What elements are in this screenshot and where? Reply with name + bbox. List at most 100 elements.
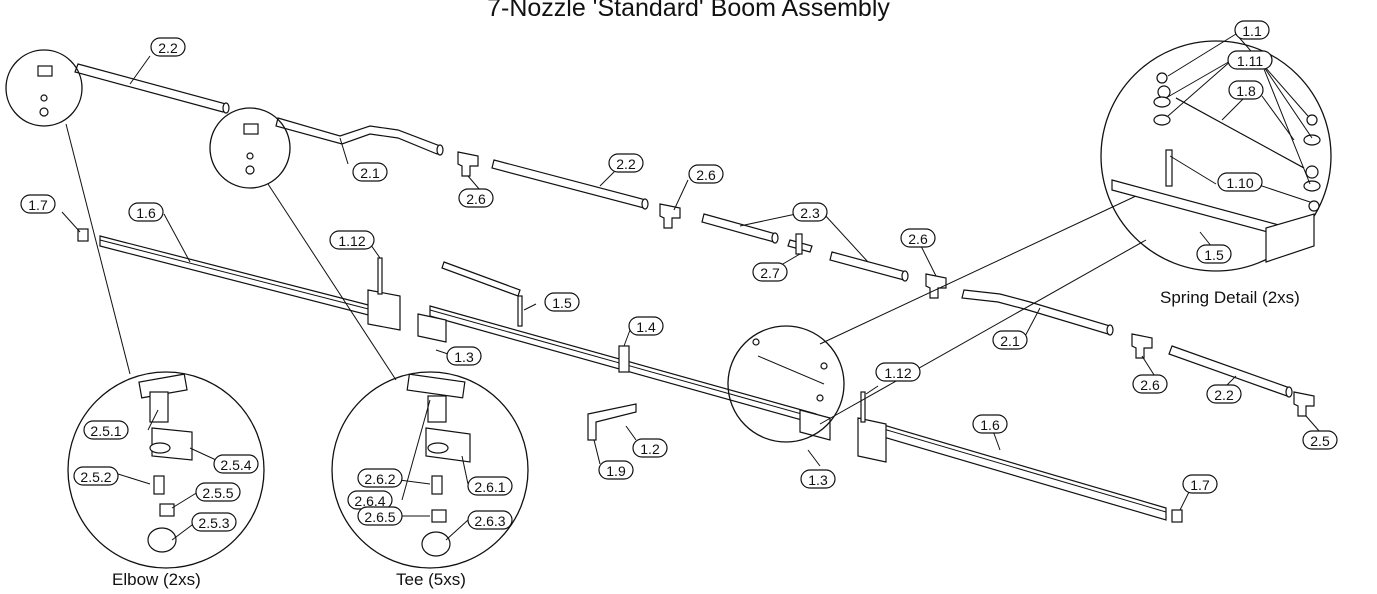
callout-1-12: 1.12 [329, 230, 375, 250]
diagram-title: 7-Nozzle 'Standard' Boom Assembly [487, 0, 890, 22]
svg-text:2.1: 2.1 [1000, 333, 1020, 349]
pipe-2-3-left [701, 213, 779, 244]
callout-1-6: 1.6 [128, 202, 164, 222]
callout-1-9: 1.9 [598, 460, 634, 480]
callout-2-6: 2.6 [900, 228, 936, 248]
svg-text:2.5.5: 2.5.5 [202, 485, 233, 501]
svg-text:1.12: 1.12 [338, 233, 365, 249]
svg-text:2.5: 2.5 [1310, 433, 1330, 449]
callout-2-6-3: 2.6.3 [467, 510, 513, 530]
tee-detail-circle [331, 371, 529, 569]
bracket-1-9 [587, 403, 637, 441]
callout-2-1: 2.1 [352, 162, 388, 182]
svg-text:2.2: 2.2 [158, 40, 178, 56]
svg-text:2.5.4: 2.5.4 [220, 457, 251, 473]
elbow-parts [138, 373, 193, 553]
svg-text:2.6.5: 2.6.5 [364, 509, 395, 525]
svg-text:2.6: 2.6 [1140, 377, 1160, 393]
svg-text:1.11: 1.11 [1237, 53, 1263, 69]
callout-1-4: 1.4 [628, 316, 664, 336]
callout-2-6: 2.6 [458, 188, 494, 208]
callout-1-7: 1.7 [20, 194, 56, 214]
callout-2-6: 2.6 [688, 164, 724, 184]
spring-detail-circle [1100, 40, 1332, 272]
svg-text:2.5.2: 2.5.2 [80, 469, 111, 485]
callout-2-5-1: 2.5.1 [83, 420, 129, 440]
svg-text:2.6.3: 2.6.3 [474, 513, 505, 529]
callout-1-5: 1.5 [544, 292, 580, 312]
svg-text:2.6: 2.6 [696, 167, 716, 183]
callout-2-6-2: 2.6.2 [357, 468, 403, 488]
svg-text:2.2: 2.2 [616, 156, 636, 172]
svg-text:2.6.4: 2.6.4 [354, 493, 385, 509]
svg-text:1.10: 1.10 [1226, 175, 1253, 191]
elbow-detail-circle-small [5, 49, 83, 127]
callout-2-7: 2.7 [752, 262, 788, 282]
pipe-2-2-left [74, 63, 230, 114]
svg-text:2.6: 2.6 [466, 191, 486, 207]
callout-2-5-5: 2.5.5 [195, 482, 241, 502]
pipe-2-1-right [961, 289, 1114, 336]
detail-leaders [65, 123, 1147, 425]
svg-text:2.6.2: 2.6.2 [364, 471, 395, 487]
callout-2-6-5: 2.6.5 [357, 506, 403, 526]
svg-text:1.2: 1.2 [640, 441, 660, 457]
callout-2-2: 2.2 [150, 37, 186, 57]
pipe-2-2-right [1168, 345, 1293, 398]
svg-text:2.3: 2.3 [800, 205, 820, 221]
boom-1-5-center [417, 261, 831, 441]
svg-text:1.7: 1.7 [28, 197, 48, 213]
svg-text:2.5.3: 2.5.3 [198, 515, 229, 531]
callout-1-6: 1.6 [972, 414, 1008, 434]
svg-text:1.12: 1.12 [884, 365, 911, 381]
svg-text:1.5: 1.5 [1204, 247, 1224, 263]
boom-1-6-right [857, 391, 1167, 521]
callout-2-2: 2.2 [1206, 384, 1242, 404]
callout-2-6-1: 2.6.1 [467, 476, 513, 496]
callout-1-7: 1.7 [1182, 474, 1218, 494]
tee-detail-circle-small [209, 107, 291, 189]
svg-text:1.6: 1.6 [136, 205, 156, 221]
callout-labels: 2.2 2.1 2.6 2.2 2.6 2.3 2.7 2.6 2.1 2.6 2.2 2.5 1.7 1… [20, 20, 1338, 532]
callout-1-3: 1.3 [446, 346, 482, 366]
small-circle-parts [37, 65, 828, 402]
svg-text:1.3: 1.3 [454, 349, 474, 365]
svg-text:1.6: 1.6 [980, 417, 1000, 433]
tee-2-7 [787, 233, 813, 255]
callout-2-5-2: 2.5.2 [73, 466, 119, 486]
svg-text:1.1: 1.1 [1242, 23, 1262, 39]
svg-text:2.7: 2.7 [760, 265, 780, 281]
callout-2-2: 2.2 [608, 153, 644, 173]
callout-1-1: 1.1 [1234, 20, 1270, 40]
callout-1-5: 1.5 [1196, 244, 1232, 264]
endcaps-1-7 [77, 228, 1183, 523]
pipe-2-1-left [275, 117, 444, 156]
svg-text:1.4: 1.4 [636, 319, 656, 335]
svg-text:2.6.1: 2.6.1 [474, 479, 505, 495]
callout-1-8: 1.8 [1228, 80, 1264, 100]
callout-2-3: 2.3 [792, 202, 828, 222]
callout-2-5: 2.5 [1302, 430, 1338, 450]
callout-2-6: 2.6 [1132, 374, 1168, 394]
spring-detail-circle-small [727, 325, 845, 443]
boom-1-6-left [99, 235, 401, 331]
pipe-2-3-right [829, 251, 909, 282]
callout-1-2: 1.2 [632, 438, 668, 458]
callout-1-3: 1.3 [800, 469, 836, 489]
callout-2-6-4: 2.6.4 [347, 490, 393, 510]
tee-parts [406, 373, 471, 557]
callout-1-12: 1.12 [875, 362, 921, 382]
svg-text:2.2: 2.2 [1214, 387, 1234, 403]
svg-text:1.7: 1.7 [1190, 477, 1210, 493]
spring-parts [1111, 72, 1321, 263]
svg-text:1.8: 1.8 [1236, 83, 1256, 99]
nozzle-tee-bodies [457, 151, 1315, 417]
svg-text:2.6: 2.6 [908, 231, 928, 247]
svg-text:2.5.1: 2.5.1 [90, 423, 121, 439]
spring-caption: Spring Detail (2xs) [1160, 288, 1300, 307]
elbow-detail-circle [67, 371, 265, 569]
callout-2-1: 2.1 [992, 330, 1028, 350]
callout-2-5-4: 2.5.4 [213, 454, 259, 474]
svg-text:1.3: 1.3 [808, 472, 828, 488]
